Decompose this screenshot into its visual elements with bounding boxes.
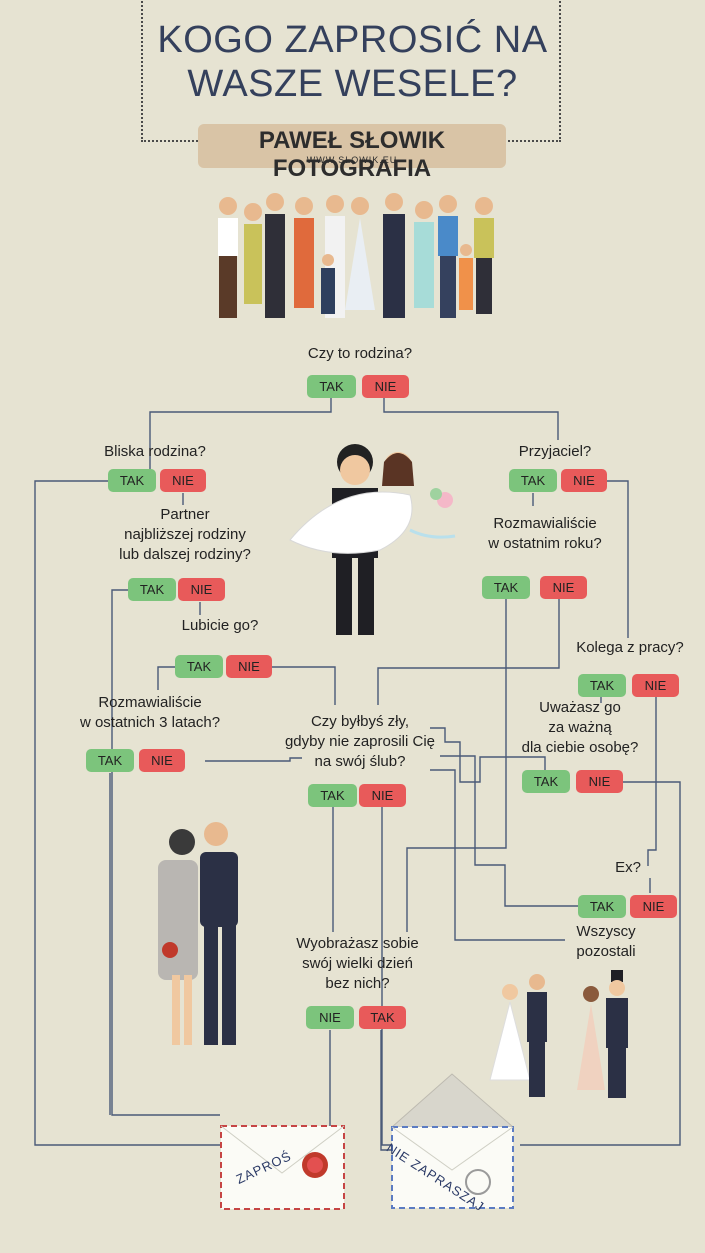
- question-czy-to-rodzina: Czy to rodzina?: [280, 344, 440, 364]
- family-group-illustration: [200, 190, 505, 325]
- question-zly-line-3: na swój ślub?: [265, 752, 455, 772]
- answer-bliska-tak: TAK: [108, 469, 156, 492]
- invitation-envelope-with-seal: [220, 1125, 345, 1210]
- answer-partner-tak: TAK: [128, 578, 176, 601]
- answer-3lata-nie: NIE: [139, 749, 185, 772]
- line-pozostali-to-zly: [430, 770, 565, 940]
- groom-carrying-bride-illustration: [270, 440, 470, 645]
- answer-zly-tak: TAK: [308, 784, 357, 807]
- answer-kolega-nie: NIE: [632, 674, 679, 697]
- answer-zly-nie: NIE: [359, 784, 406, 807]
- pozostali-line-2: pozostali: [560, 942, 652, 962]
- line-lubicie-nie-to-zly: [272, 667, 335, 705]
- line-przyjaciel-nie-to-kolega: [600, 481, 628, 638]
- title-line-1: KOGO ZAPROSIĆ NA: [0, 18, 705, 62]
- answer-przyjaciel-tak: TAK: [509, 469, 557, 492]
- page-title: KOGO ZAPROSIĆ NA WASZE WESELE?: [0, 18, 705, 106]
- question-uwazasz-line-1: Uważasz go: [500, 698, 660, 718]
- answer-lubicie-tak: TAK: [175, 655, 223, 678]
- answer-ex-nie: NIE: [630, 895, 677, 918]
- answer-partner-nie: NIE: [178, 578, 225, 601]
- question-czy-bylbys-zly: Czy byłbyś zły, gdyby nie zaprosili Cię …: [265, 712, 455, 772]
- question-rozmawialiscie-ostatni-rok: Rozmawialiście w ostatnim roku?: [465, 514, 625, 554]
- question-wyobrazasz-sobie: Wyobrażasz sobie swój wielki dzień bez n…: [270, 934, 445, 994]
- question-zly-line-1: Czy byłbyś zły,: [265, 712, 455, 732]
- question-rok-line-1: Rozmawialiście: [465, 514, 625, 534]
- question-ex: Ex?: [605, 858, 651, 878]
- line-nie-to-przyjaciel: [384, 398, 558, 440]
- question-uwazasz-line-2: za ważną: [500, 718, 660, 738]
- question-przyjaciel: Przyjaciel?: [500, 442, 610, 462]
- brand-url: WWW.SLOWIK.EU: [198, 155, 506, 165]
- kissing-couple-illustration: [140, 820, 270, 1055]
- answer-uwazasz-tak: TAK: [522, 770, 570, 793]
- answer-wyobr-nie: NIE: [306, 1006, 354, 1029]
- question-uwazasz-go: Uważasz go za ważną dla ciebie osobę?: [500, 698, 660, 758]
- answer-bliska-nie: NIE: [160, 469, 206, 492]
- question-3lata-line-1: Rozmawialiście: [60, 693, 240, 713]
- question-bliska-rodzina: Bliska rodzina?: [85, 442, 225, 462]
- answer-lubicie-nie: NIE: [226, 655, 272, 678]
- answer-rok-nie: NIE: [540, 576, 587, 599]
- question-partner-rodziny: Partner najbliższej rodziny lub dalszej …: [100, 505, 270, 565]
- question-lubicie-go: Lubicie go?: [165, 616, 275, 636]
- title-line-2: WASZE WESELE?: [0, 62, 705, 106]
- answer-rok-tak: TAK: [482, 576, 530, 599]
- question-wyobr-line-1: Wyobrażasz sobie: [270, 934, 445, 954]
- answer-rodzina-tak: TAK: [307, 375, 356, 398]
- question-wyobr-line-3: bez nich?: [270, 974, 445, 994]
- question-partner-line-1: Partner: [100, 505, 270, 525]
- answer-przyjaciel-nie: NIE: [561, 469, 607, 492]
- label-wszyscy-pozostali: Wszyscy pozostali: [560, 922, 652, 962]
- question-3lata-line-2: w ostatnich 3 latach?: [60, 713, 240, 733]
- answer-rodzina-nie: NIE: [362, 375, 409, 398]
- answer-3lata-tak: TAK: [86, 749, 134, 772]
- question-rok-line-2: w ostatnim roku?: [465, 534, 625, 554]
- question-rozmawialiscie-3-lata: Rozmawialiście w ostatnich 3 latach?: [60, 693, 240, 733]
- question-partner-line-2: najbliższej rodziny: [100, 525, 270, 545]
- question-wyobr-line-2: swój wielki dzień: [270, 954, 445, 974]
- question-uwazasz-line-3: dla ciebie osobę?: [500, 738, 660, 758]
- question-partner-line-3: lub dalszej rodziny?: [100, 545, 270, 565]
- pozostali-line-1: Wszyscy: [560, 922, 652, 942]
- question-zly-line-2: gdyby nie zaprosili Cię: [265, 732, 455, 752]
- answer-uwazasz-nie: NIE: [576, 770, 623, 793]
- answer-wyobr-tak: TAK: [359, 1006, 406, 1029]
- answer-kolega-tak: TAK: [578, 674, 626, 697]
- answer-ex-tak: TAK: [578, 895, 626, 918]
- question-kolega-z-pracy: Kolega z pracy?: [565, 638, 695, 658]
